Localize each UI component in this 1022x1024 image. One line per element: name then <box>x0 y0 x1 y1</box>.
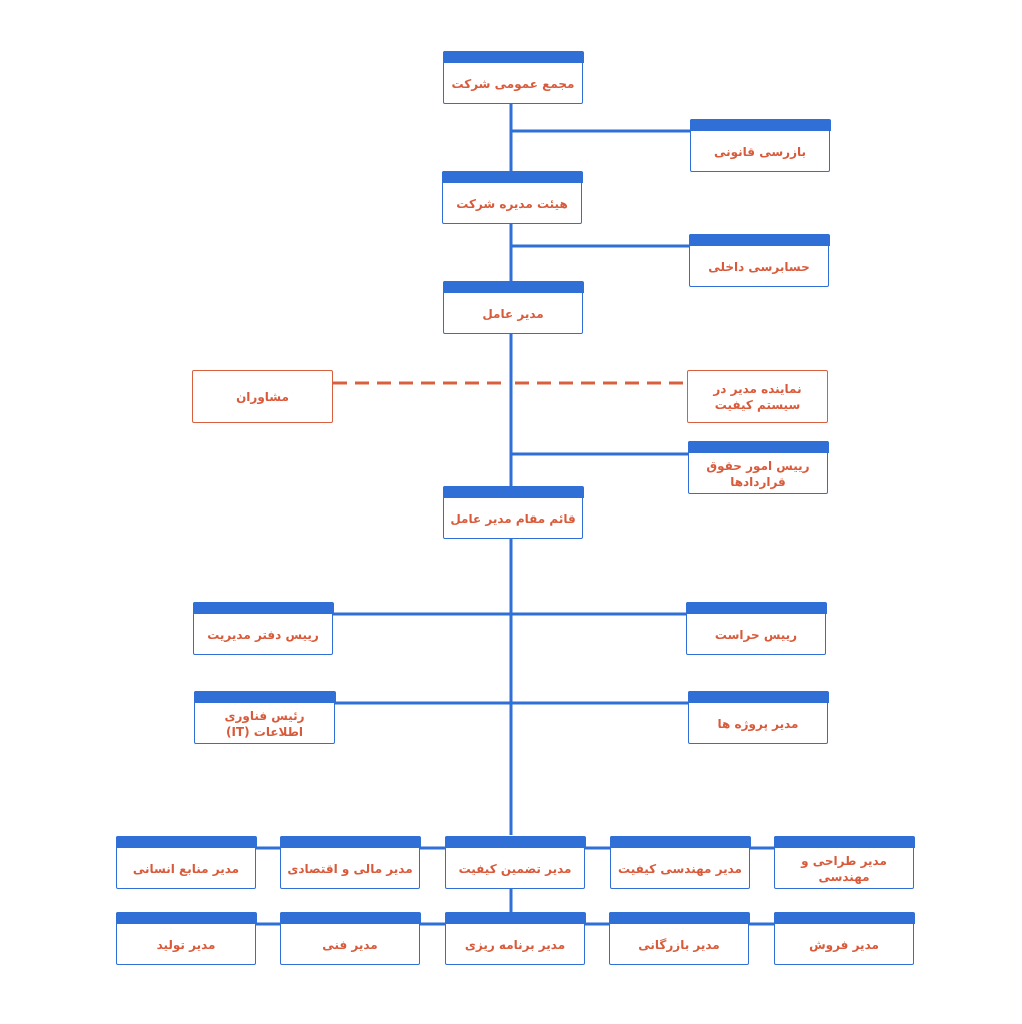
node-hr-manager: مدیر منابع انسانی <box>115 835 257 889</box>
node-deputy-ceo: قائم مقام مدیر عامل <box>442 485 584 539</box>
node-label: مدیر برنامه ریزی <box>464 937 566 952</box>
node-label: مدیر فنی <box>322 937 378 952</box>
node-label: مدیر طراحی و مهندسی <box>801 853 887 884</box>
node-security-head: رییس حراست <box>685 601 827 655</box>
node-label: رئیس فناوری اطلاعات (IT) <box>224 708 305 739</box>
node-projects-manager: مدیر پروژه ها <box>687 690 829 744</box>
node-contracts-head: رییس امور حقوق قراردادها <box>687 440 829 494</box>
node-internal-audit: حسابرسی داخلی <box>688 233 830 287</box>
node-finance-manager: مدیر مالی و اقتصادی <box>279 835 421 889</box>
node-label: مدیر مهندسی کیفیت <box>618 861 742 876</box>
node-label: مدیر بازرگانی <box>638 937 720 952</box>
node-commerce-manager: مدیر بازرگانی <box>608 911 750 965</box>
node-technical-manager: مدیر فنی <box>279 911 421 965</box>
node-production-manager: مدیر تولید <box>115 911 257 965</box>
node-label: مدیر تولید <box>156 937 216 952</box>
node-quality-rep: نماینده مدیر در سیستم کیفیت <box>687 370 828 423</box>
node-label: رییس امور حقوق قراردادها <box>706 458 810 489</box>
node-planning-manager: مدیر برنامه ریزی <box>444 911 586 965</box>
node-legal-inspector: بازرسی قانونی <box>689 118 831 172</box>
node-label: مدیر فروش <box>809 937 879 952</box>
node-label: رییس حراست <box>714 627 798 642</box>
node-label: نماینده مدیر در سیستم کیفیت <box>713 381 802 412</box>
node-label: مدیر منابع انسانی <box>132 861 240 876</box>
node-label: مدیر تضمین کیفیت <box>458 861 572 876</box>
node-label: حسابرسی داخلی <box>708 259 810 274</box>
node-label: مدیر پروژه ها <box>717 716 799 731</box>
node-label: مجمع عمومی شرکت <box>451 76 575 91</box>
node-ceo: مدیر عامل <box>442 280 584 334</box>
node-it-head: رئیس فناوری اطلاعات (IT) <box>193 690 336 744</box>
node-label: بازرسی قانونی <box>714 144 806 159</box>
node-quality-eng-manager: مدیر مهندسی کیفیت <box>609 835 751 889</box>
node-sales-manager: مدیر فروش <box>773 911 915 965</box>
node-label: رییس دفتر مدیریت <box>207 627 319 642</box>
node-qa-manager: مدیر تضمین کیفیت <box>444 835 586 889</box>
node-label: مدیر مالی و اقتصادی <box>287 861 413 876</box>
node-label: مدیر عامل <box>482 306 544 321</box>
node-label: مشاوران <box>236 389 289 404</box>
node-label: هیئت مدیره شرکت <box>456 196 568 211</box>
node-general-assembly: مجمع عمومی شرکت <box>442 50 584 104</box>
node-board-of-directors: هیئت مدیره شرکت <box>441 170 583 224</box>
node-advisors: مشاوران <box>192 370 333 423</box>
node-design-eng-manager: مدیر طراحی و مهندسی <box>773 835 915 889</box>
node-office-head: رییس دفتر مدیریت <box>192 601 334 655</box>
node-label: قائم مقام مدیر عامل <box>450 511 576 526</box>
